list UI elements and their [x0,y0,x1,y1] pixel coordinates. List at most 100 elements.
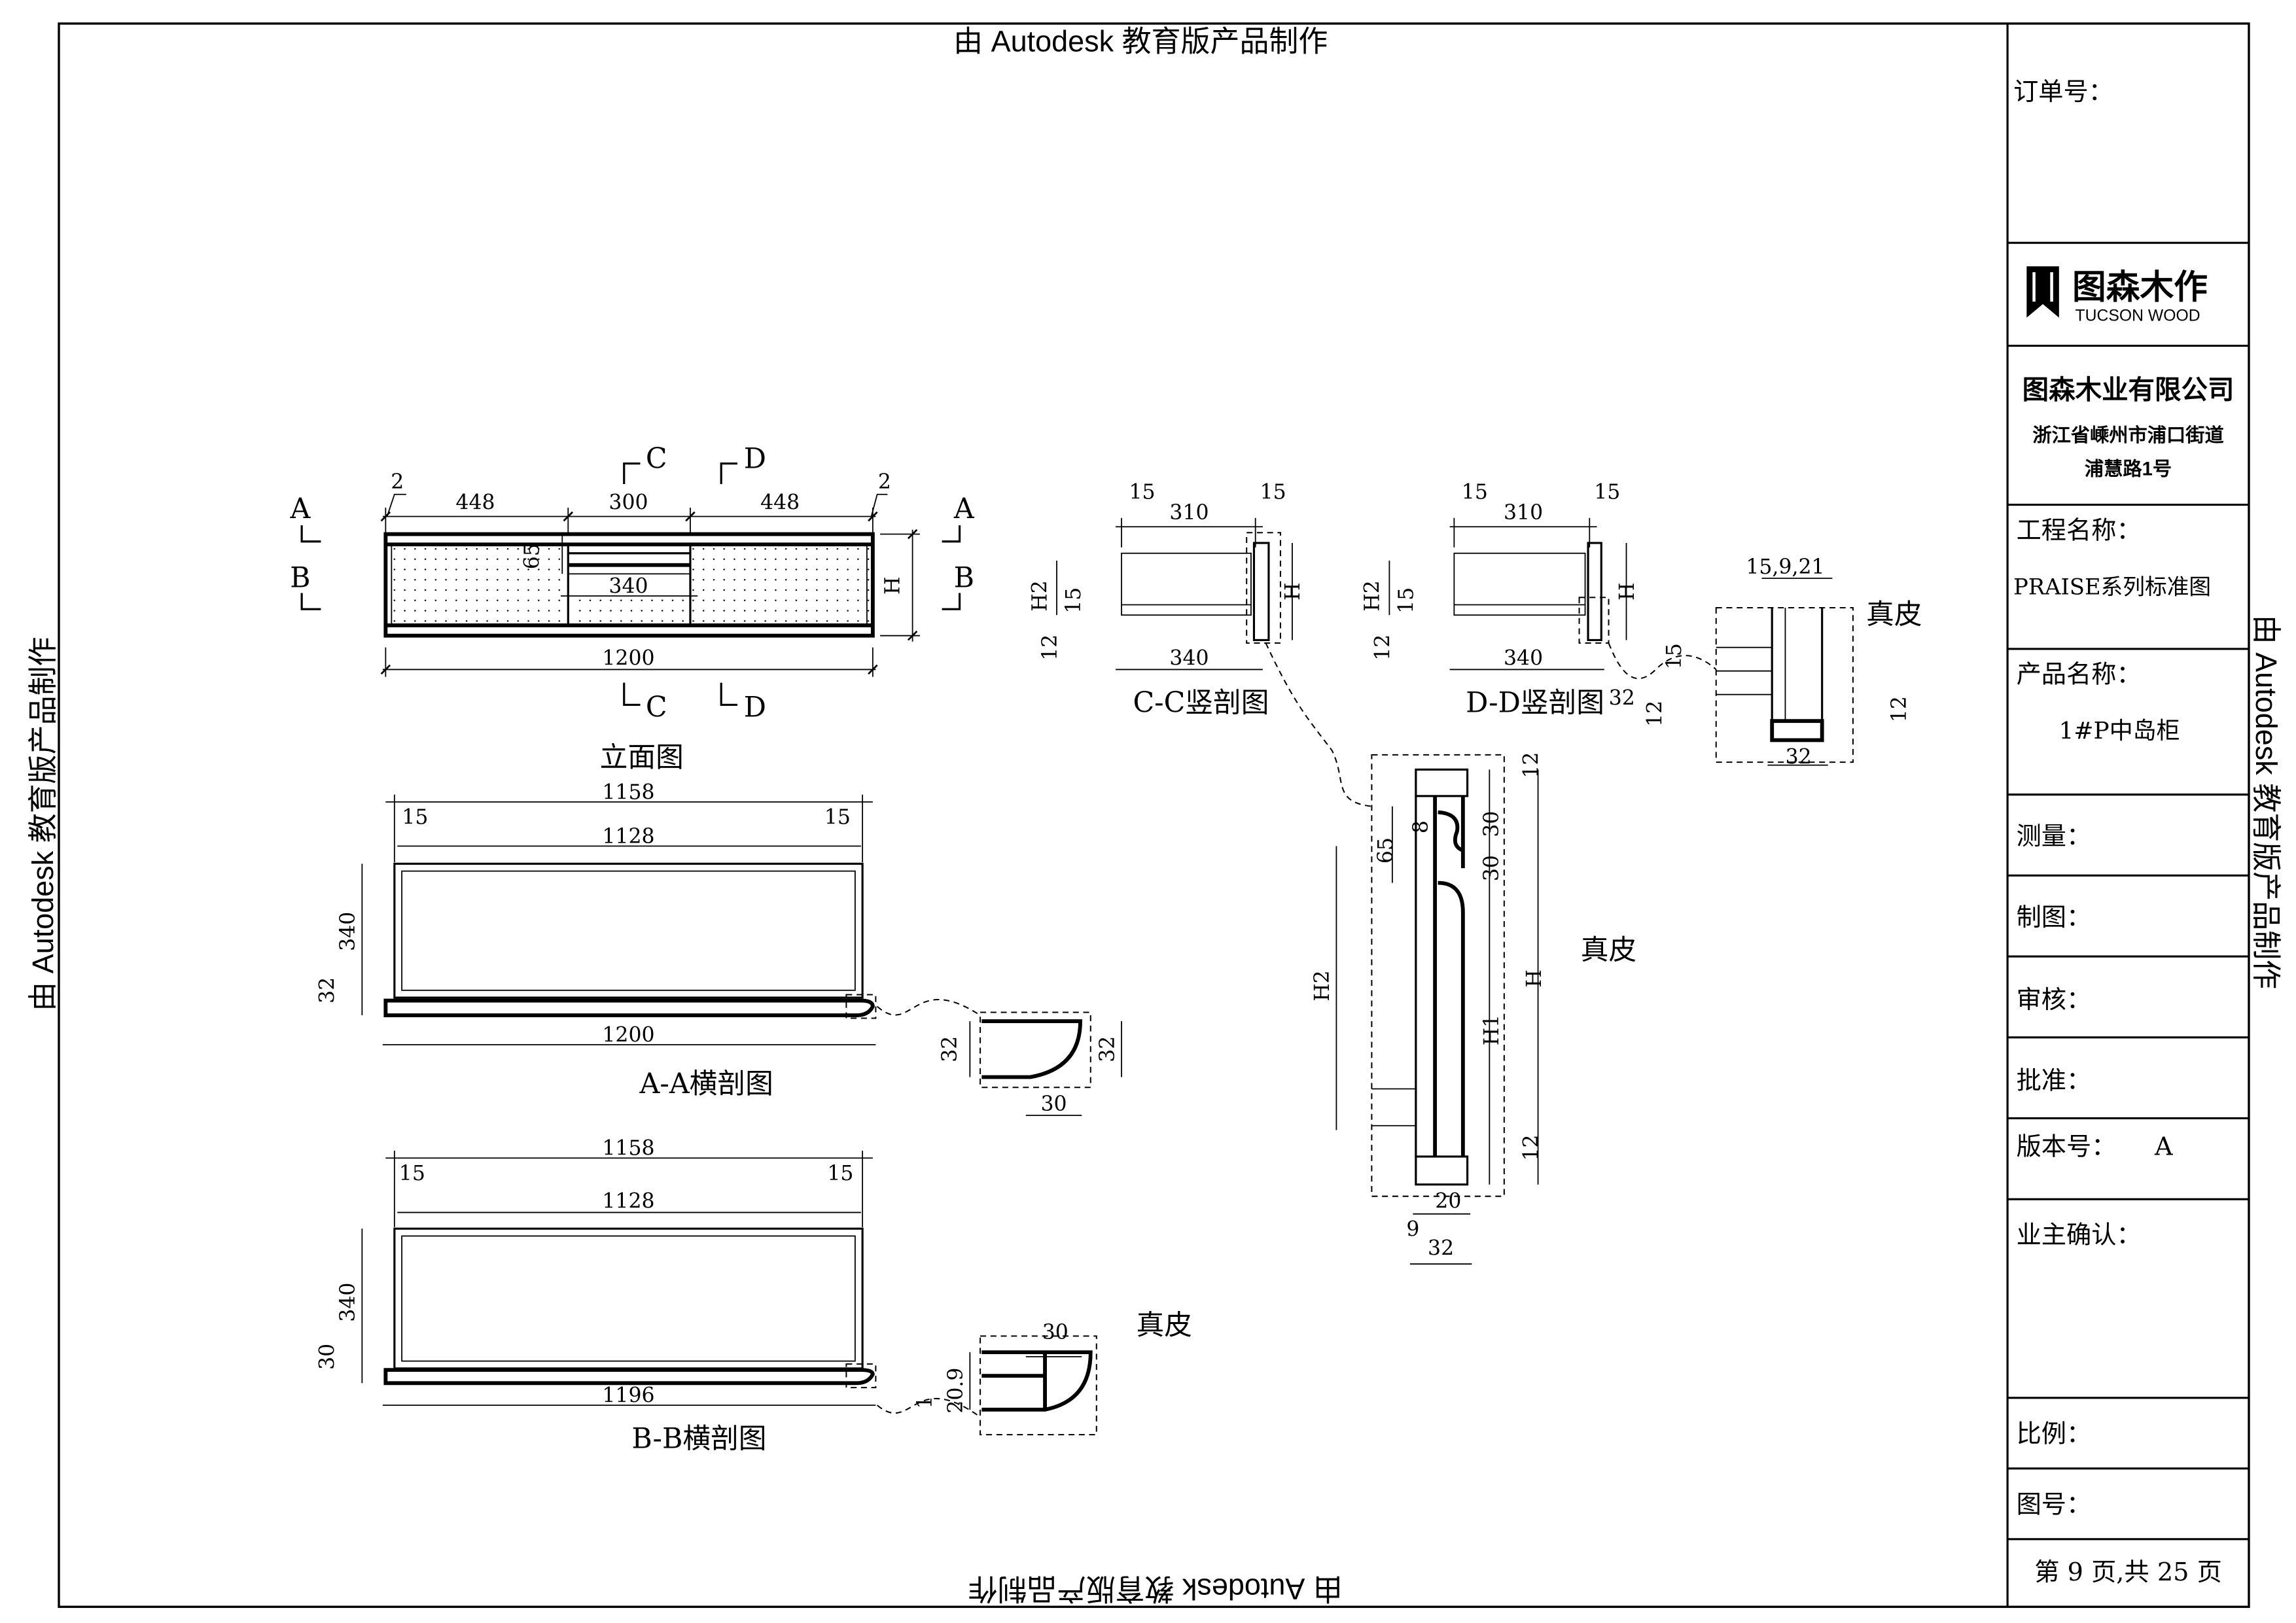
elevation-caption: 立面图 [600,741,684,774]
cc-dim-mid: 310 [1169,501,1209,525]
owner-confirm-label: 业主确认： [2017,1221,2142,1250]
elevation-view: 2 2 448 300 448 1200 H 65 340 A B A B C … [289,442,974,774]
detail-bb-small: 1 [913,1396,937,1409]
detail-bb: 30 20.9 1 [913,1321,1097,1436]
dd-dim-12: 12 [1371,635,1394,661]
aa-dim-side-r: 15 [824,806,851,829]
dd-dim-thick: 32 [1609,686,1635,710]
detail-dd-width: 32 [1786,745,1812,769]
detail-aa-h-right: 32 [1096,1036,1120,1062]
company-logo: 图森木作 TUCSON WOOD [2023,263,2208,324]
scale-label: 比例： [2017,1420,2092,1448]
dd-dim-l: 15 [1462,481,1488,504]
cc-dim-r: 15 [1260,481,1286,504]
bb-caption: B-B横剖图 [631,1422,766,1455]
aa-dim-depth: 340 [336,912,360,951]
product-value: 1#P中岛柜 [2058,718,2180,744]
marker-b-left: B [290,561,310,594]
company-address-2: 浦慧路1号 [2085,459,2172,480]
detail-dd-12: 12 [1644,701,1667,727]
drawn-label: 制图： [2017,903,2092,932]
review-label: 审核： [2017,986,2092,1015]
detail-cc-9: 9 [1406,1217,1419,1241]
detail-dd: 15,9,21 15 12 12 32 [1644,555,1911,769]
detail-dd-top: 15,9,21 [1746,555,1824,579]
detail-cc-bot12: 12 [1520,1134,1544,1161]
marker-c-bottom: C [646,691,667,724]
detail-dd-15: 15 [1663,643,1686,669]
marker-a-left: A [289,493,311,525]
cc-dim-15: 15 [1062,587,1086,614]
dim-right-gap: 2 [878,470,891,494]
marker-a-right: A [953,493,975,525]
section-dd: 15 310 15 H H2 15 12 340 32 D-D竖剖图 [1361,481,1717,720]
title-block: 订单号： 图森木作 TUCSON WOOD 图森木业有限公司 浙江省嵊州市浦口街… [2006,23,2249,1607]
detail-cc-8: 8 [1409,820,1433,833]
bb-dim-total: 1196 [602,1384,654,1408]
svg-text:图森木作: 图森木作 [2072,268,2208,306]
cc-dim-12: 12 [1038,635,1062,661]
dd-dim-r: 15 [1594,481,1620,504]
bb-dim-base: 30 [316,1344,340,1370]
watermark-right: 由 Autodesk 教育版产品制作 [2250,615,2283,989]
detail-aa-width: 30 [1041,1092,1067,1116]
detail-cc-b30: 30 [1480,855,1504,881]
project-value: PRAISE系列标准图 [2013,574,2211,600]
cc-caption: C-C竖剖图 [1133,687,1269,720]
material-label-cc: 真皮 [1581,934,1636,967]
project-label: 工程名称： [2017,516,2142,545]
dim-left-gap: 2 [391,470,404,494]
marker-c-top: C [646,442,667,475]
cc-dim-depth: 340 [1169,647,1209,671]
order-no-label: 订单号： [2013,78,2113,107]
aa-caption: A-A横剖图 [639,1068,773,1100]
section-cc: 15 310 15 H H2 15 12 340 C-C竖剖图 [1028,481,1372,807]
detail-bb-width: 30 [1042,1321,1069,1344]
bb-dim-side-l: 15 [399,1162,425,1185]
logo-mark-icon [2023,263,2062,324]
bb-dim-outer: 1158 [602,1137,654,1161]
dd-dim-h2: H2 [1361,580,1385,612]
dim-inner: 340 [609,574,648,598]
section-aa: 1158 15 15 1128 340 32 1200 A-A横剖图 [316,780,981,1100]
dd-dim-mid: 310 [1504,501,1543,525]
cc-dim-h2: H2 [1028,580,1051,612]
company-name: 图森木业有限公司 [2022,375,2234,405]
aa-dim-base: 32 [316,977,340,1003]
measure-label: 测量： [2017,822,2092,851]
approve-label: 批准： [2017,1066,2092,1095]
cc-dim-h: H [1281,582,1305,600]
dd-dim-15: 15 [1394,587,1418,614]
bb-dim-depth: 340 [336,1283,360,1322]
cc-dim-l: 15 [1129,481,1155,504]
bb-dim-side-r: 15 [827,1162,853,1185]
dim-height: H [881,576,904,594]
marker-b-right: B [954,561,974,594]
drawing-no-label: 图号： [2017,1490,2092,1519]
detail-cc-a30: 30 [1480,811,1504,837]
sheet-border [58,22,2250,1608]
detail-cc-65: 65 [1374,837,1398,864]
dd-dim-h: H [1616,582,1639,600]
aa-dim-inner: 1128 [602,825,654,848]
material-label-bb: 真皮 [1137,1309,1192,1342]
dim-total: 1200 [602,647,654,671]
aa-dim-outer: 1158 [602,780,654,804]
watermark-top: 由 Autodesk 教育版产品制作 [953,25,1328,58]
detail-cc-20: 20 [1435,1190,1461,1213]
detail-aa: 32 32 30 [938,1011,1122,1116]
dim-drawer: 65 [520,543,544,569]
detail-cc: 12 30 30 H1 H 12 H2 65 8 20 9 32 [1311,752,1546,1265]
product-label: 产品名称： [2017,661,2142,689]
marker-d-top: D [744,442,766,475]
dd-dim-depth: 340 [1504,647,1543,671]
page-info: 第 9 页,共 25 页 [2034,1558,2222,1587]
detail-dd-r12: 12 [1888,696,1911,722]
dim-left: 448 [456,491,495,514]
version-value: A [2154,1133,2173,1162]
detail-cc-32: 32 [1428,1237,1454,1261]
dim-middle: 300 [609,491,648,514]
dd-caption: D-D竖剖图 [1466,687,1604,720]
detail-cc-h: H [1523,969,1546,987]
detail-bb-height: 20.9 [944,1368,968,1414]
